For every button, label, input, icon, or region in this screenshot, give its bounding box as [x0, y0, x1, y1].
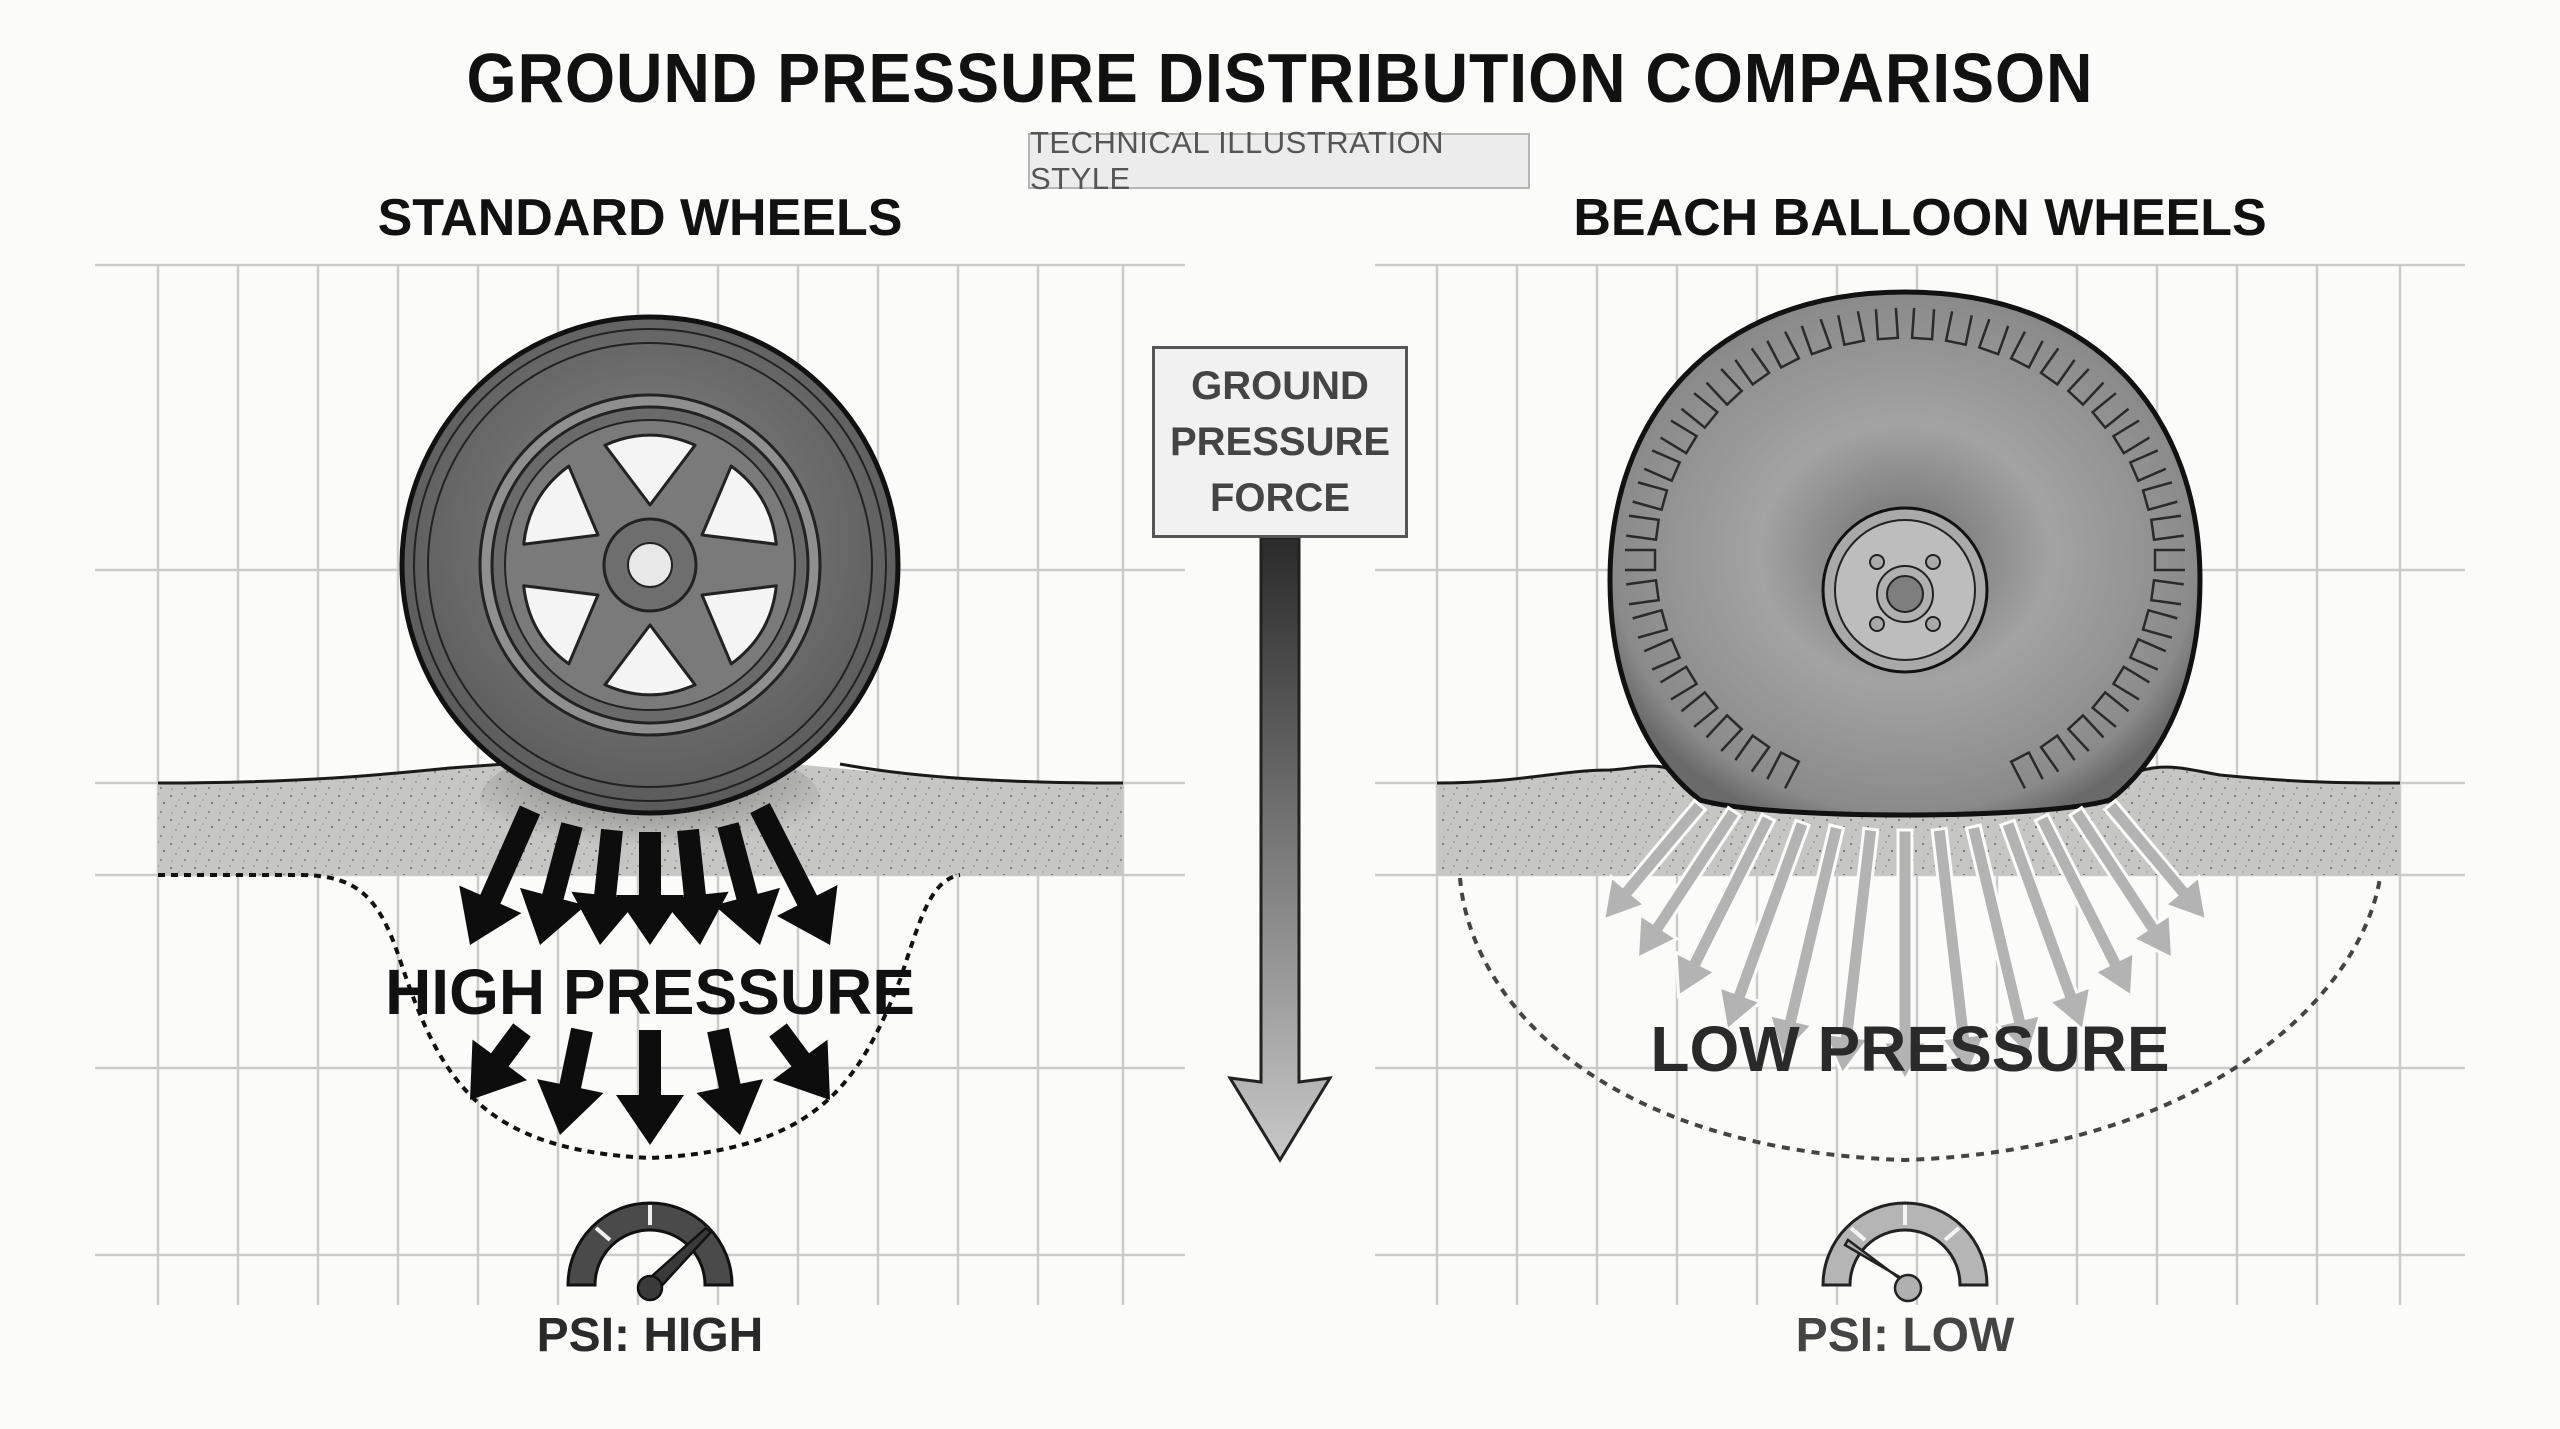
high-pressure-arrow	[714, 822, 780, 945]
tread-mark	[2149, 514, 2184, 542]
tread-mark	[1734, 347, 1771, 387]
page-title: GROUND PRESSURE DISTRIBUTION COMPARISON	[466, 39, 2094, 117]
low-pressure-arrow	[1930, 826, 1988, 1078]
tread-mark	[1874, 307, 1900, 341]
tread-mark	[1944, 310, 1973, 347]
high-pressure-arrow	[537, 1027, 604, 1135]
psi-low-label: PSI: LOW	[1795, 1309, 2015, 1362]
psi-high-label: PSI: HIGH	[536, 1309, 764, 1362]
low-pressure-arrow	[1822, 826, 1880, 1078]
tread-mark	[2090, 690, 2130, 728]
tread-mark	[1734, 733, 1771, 773]
tread-mark	[2039, 733, 2076, 773]
high-pressure-arrow	[616, 1030, 684, 1145]
high-pressure-arrows	[459, 803, 838, 1145]
spoke-hole	[700, 464, 778, 546]
low-pressure-arrow	[1674, 812, 1777, 999]
right-panel-heading: BEACH BALLOON WHEELS	[1573, 189, 2267, 247]
high-pressure-arrow	[616, 832, 684, 945]
spoke-hole	[603, 623, 697, 697]
spoke-hole	[522, 464, 600, 546]
spoke-hole	[700, 584, 778, 666]
low-pressure-arrow	[1717, 818, 1812, 1033]
tread-mark	[2153, 548, 2185, 572]
tread-mark	[1837, 310, 1866, 347]
tread-mark	[2009, 750, 2044, 789]
tread-mark	[2141, 608, 2178, 639]
low-pressure-arrow	[1998, 818, 2093, 1033]
low-pressure-arrow	[1964, 823, 2043, 1060]
tread-mark	[1705, 368, 1744, 407]
spoke-hole	[522, 584, 600, 666]
soil-surface-right-2	[2129, 765, 2401, 785]
low-pressure-arrow	[1880, 828, 1930, 1083]
tread-mark	[1625, 548, 1657, 572]
left-panel-heading: STANDARD WHEELS	[377, 189, 903, 247]
tread-mark	[2066, 713, 2105, 752]
tread-mark	[2090, 392, 2130, 430]
high-pressure-arrow	[470, 1023, 531, 1100]
high-pressure-label: HIGH PRESSURE	[385, 956, 915, 1028]
low-pressure-arrow	[1635, 805, 1743, 961]
low-pressure-arrow	[2102, 798, 2209, 923]
tread-mark	[1643, 449, 1682, 483]
tread-mark	[1680, 392, 1720, 430]
low-pressure-arrow	[1767, 823, 1846, 1060]
high-pressure-arrow	[769, 1023, 830, 1100]
standard-wheel-icon	[399, 314, 901, 816]
pressure-zone-left	[158, 873, 961, 1161]
tread-mark	[1632, 481, 1669, 512]
ground-pressure-force-box: GROUND PRESSURE FORCE	[1152, 346, 1408, 538]
tread-mark	[1800, 318, 1833, 356]
gauge-low-icon	[1821, 1201, 1989, 1303]
tread-mark	[1705, 713, 1744, 752]
force-box-line: PRESSURE	[1169, 420, 1391, 464]
soil-surface-right	[1436, 764, 1681, 785]
balloon-wheel-icon	[1607, 289, 2203, 818]
pressure-zone-right	[1458, 877, 2382, 1163]
tread-mark	[2039, 347, 2076, 387]
down-arrow-icon	[1227, 536, 1333, 1163]
tread-mark	[2128, 637, 2167, 671]
tread-mark	[2141, 481, 2178, 512]
force-box-line: GROUND	[1191, 364, 1369, 408]
high-pressure-arrow	[571, 828, 639, 945]
tread-mark	[1659, 419, 1699, 455]
soil-surface-left	[157, 758, 561, 785]
low-pressure-label: LOW PRESSURE	[1650, 1013, 2170, 1085]
tread-mark	[1626, 578, 1661, 606]
high-pressure-arrow	[661, 828, 729, 945]
tread-mark	[1632, 608, 1669, 639]
high-pressure-arrow	[520, 822, 586, 945]
force-box-line: FORCE	[1210, 476, 1350, 520]
tread-mark	[1643, 637, 1682, 671]
tread-mark	[1766, 750, 1801, 789]
high-pressure-arrow	[696, 1027, 763, 1135]
tread-mark	[1626, 514, 1661, 542]
soil-right	[1437, 766, 2400, 875]
spoke-hole	[603, 433, 697, 507]
high-pressure-arrow	[459, 805, 541, 945]
soil-surface-left-2	[839, 762, 1124, 785]
tread-mark	[2009, 331, 2044, 370]
low-pressure-arrows	[1601, 798, 2209, 1083]
tread-mark	[2111, 419, 2151, 455]
tread-mark	[1977, 318, 2010, 356]
tread-mark	[1766, 331, 1801, 370]
low-pressure-arrow	[2033, 812, 2136, 999]
gauge-high-icon	[566, 1201, 734, 1302]
high-pressure-arrow	[750, 803, 838, 945]
tread-mark	[2066, 368, 2105, 407]
tread-mark	[2149, 578, 2184, 606]
tread-mark	[1910, 307, 1936, 341]
low-pressure-arrow	[1601, 798, 1708, 923]
tread-mark	[2128, 449, 2167, 483]
tread-mark	[1659, 665, 1699, 701]
tread-mark	[1680, 690, 1720, 728]
tread-mark	[2111, 665, 2151, 701]
low-pressure-arrow	[2067, 805, 2175, 961]
